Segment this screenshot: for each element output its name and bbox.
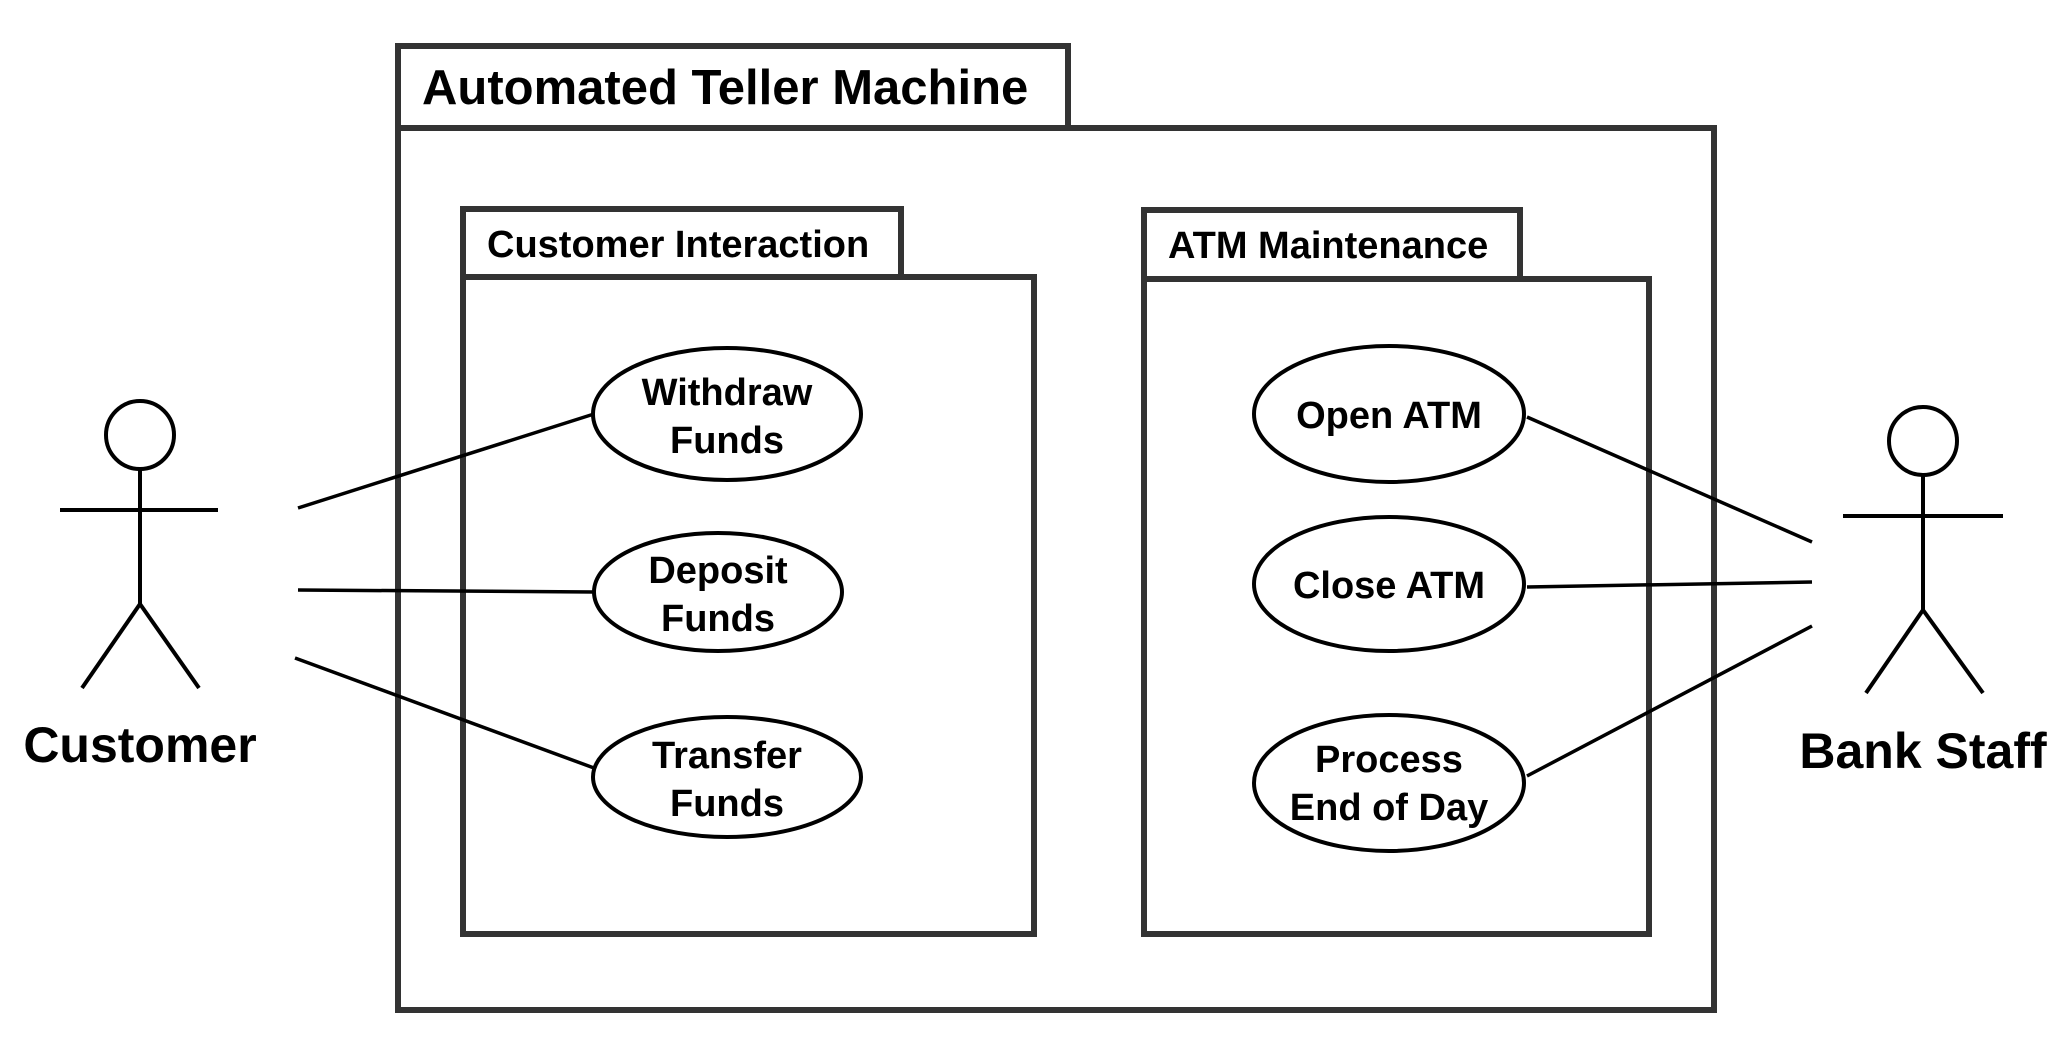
use-case-ellipse <box>592 531 844 653</box>
association-staff-process <box>1526 624 1813 778</box>
actor-bank-staff-label: Bank Staff <box>1799 723 2047 779</box>
use-case-label: Transfer <box>652 735 802 777</box>
use-case-label: Funds <box>670 783 784 825</box>
use-case-label: Funds <box>670 420 784 462</box>
use-case-label: Close ATM <box>1293 565 1485 607</box>
actor-bank-staff[interactable]: Bank Staff <box>1799 405 2047 779</box>
use-case-ellipse <box>591 346 863 482</box>
use-case-deposit-funds[interactable]: Deposit Funds <box>592 531 844 653</box>
actor-left-leg <box>80 602 142 690</box>
use-case-ellipse <box>1252 515 1526 653</box>
use-case-label: Withdraw <box>642 372 813 414</box>
system-package-tab <box>395 43 1071 131</box>
atm-maintenance-title: ATM Maintenance <box>1168 225 1488 267</box>
association-customer-transfer <box>294 656 595 770</box>
use-case-close-atm[interactable]: Close ATM <box>1252 515 1526 653</box>
use-case-label: Deposit <box>648 550 788 592</box>
association-customer-deposit <box>297 588 595 594</box>
atm-maintenance-tab <box>1141 207 1523 282</box>
association-staff-close <box>1526 580 1813 589</box>
use-case-label: Open ATM <box>1296 395 1482 437</box>
use-case-ellipse <box>591 715 863 839</box>
use-case-process-end-of-day[interactable]: Process End of Day <box>1252 713 1526 853</box>
actor-customer-label: Customer <box>23 717 256 773</box>
actor-head-icon <box>1887 405 1959 477</box>
actor-head-icon <box>104 399 176 471</box>
use-case-open-atm[interactable]: Open ATM <box>1252 344 1526 484</box>
customer-interaction-title: Customer Interaction <box>487 224 869 266</box>
use-case-withdraw-funds[interactable]: Withdraw Funds <box>591 346 863 482</box>
use-case-label: Process <box>1315 739 1463 781</box>
customer-interaction-tab <box>460 206 904 280</box>
use-case-ellipse <box>1252 344 1526 484</box>
use-case-ellipse <box>1252 713 1526 853</box>
actor-left-leg <box>1864 608 1925 695</box>
actor-right-leg <box>138 602 201 690</box>
use-case-label: End of Day <box>1290 787 1488 829</box>
association-staff-open <box>1526 415 1813 544</box>
system-package-title: Automated Teller Machine <box>422 61 1028 115</box>
actor-right-leg <box>1921 608 1985 695</box>
use-case-label: Funds <box>661 598 775 640</box>
association-customer-withdraw <box>297 412 595 510</box>
use-case-transfer-funds[interactable]: Transfer Funds <box>591 715 863 839</box>
actor-customer[interactable]: Customer <box>23 399 257 773</box>
